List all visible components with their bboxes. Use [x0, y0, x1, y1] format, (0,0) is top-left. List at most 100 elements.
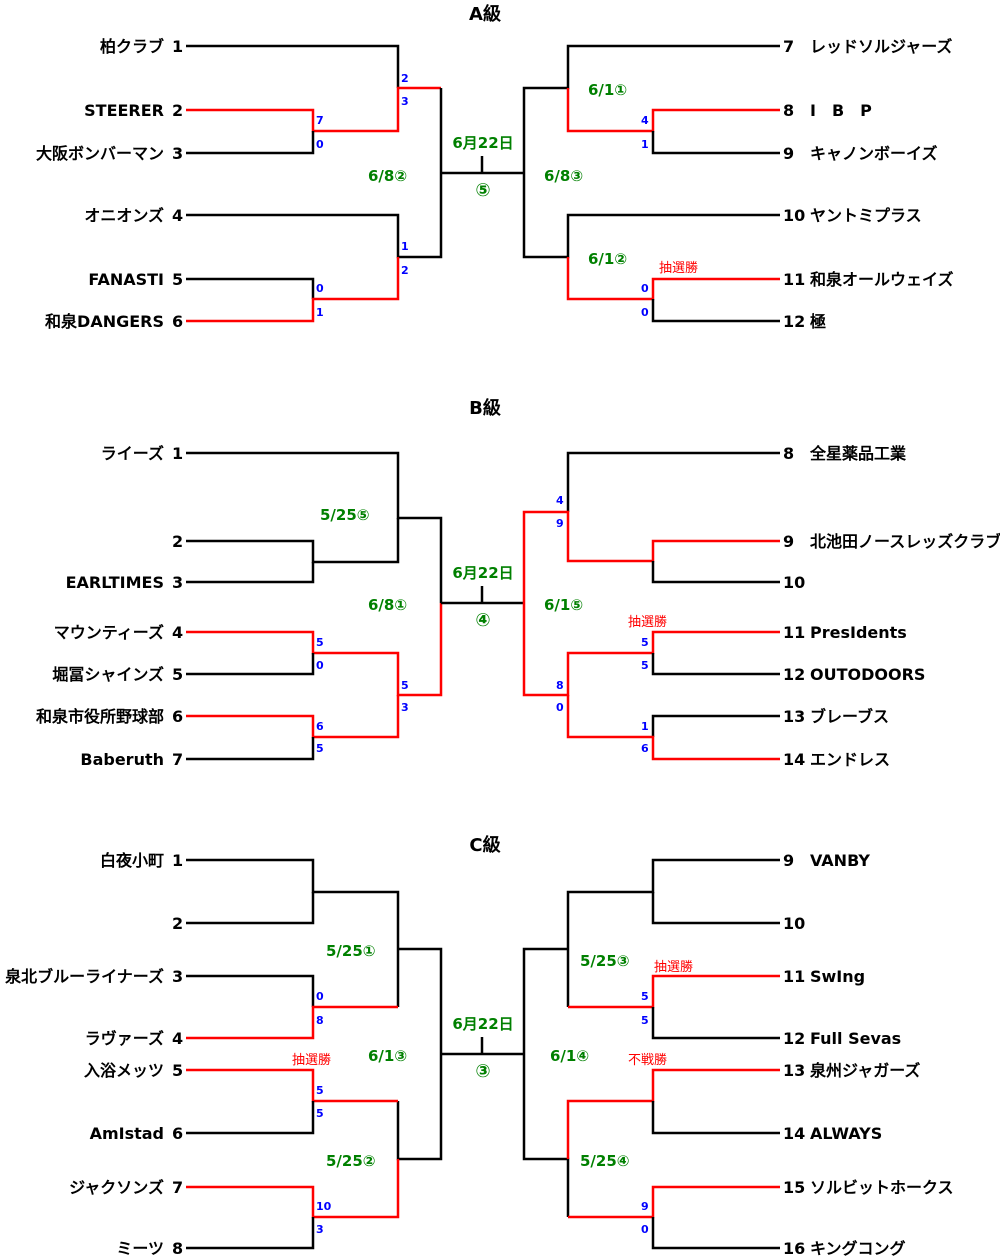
score: 10: [316, 1200, 332, 1213]
match-date: 6/1④: [550, 1047, 589, 1065]
score: 3: [401, 701, 409, 714]
team-seed: 3: [172, 144, 183, 163]
score: 2: [401, 72, 409, 85]
score: 5: [641, 990, 649, 1003]
team-name: EARLTIMES: [66, 573, 164, 592]
bracket-b-title: B級: [469, 397, 501, 419]
score: 6: [316, 720, 324, 733]
match-date: 6/8②: [368, 167, 407, 185]
score: 0: [641, 1223, 649, 1236]
team-seed: 6: [172, 312, 183, 331]
team-seed: 4: [172, 1029, 183, 1048]
match-date: 5/25⑤: [320, 506, 370, 524]
score: 1: [641, 720, 649, 733]
score: 8: [316, 1014, 324, 1027]
bracket-line: [651, 1007, 780, 1040]
team-seed: 2: [172, 101, 183, 120]
bracket-line-winner: [186, 86, 441, 133]
bracket-line: [186, 131, 315, 155]
team-seed: 10: [783, 206, 805, 225]
team-name: SwIng: [810, 967, 865, 986]
team-name: 泉北ブルーライナーズ: [5, 967, 164, 986]
team-name: Baberuth: [80, 750, 164, 769]
team-name: FANASTI: [88, 270, 164, 289]
team-name: AmIstad: [90, 1124, 164, 1143]
team-name: 堀冨シャインズ: [52, 665, 164, 684]
bracket-line: [186, 518, 400, 564]
team-seed: 7: [783, 37, 794, 56]
team-seed: 7: [172, 1178, 183, 1197]
team-name: 泉州ジャガーズ: [810, 1061, 920, 1080]
team-name: ヤントミプラス: [810, 206, 922, 225]
team-name: キャノンボーイズ: [810, 144, 938, 163]
team-name: ラヴァーズ: [85, 1029, 164, 1048]
team-name: マウンティーズ: [54, 623, 164, 642]
team-name: ブレーブス: [810, 707, 889, 726]
team-name: 柏クラブ: [100, 37, 164, 56]
team-name: OUTODOORS: [810, 665, 925, 684]
team-seed: 4: [172, 623, 183, 642]
team-seed: 8: [783, 101, 794, 120]
bracket-line: [651, 1101, 780, 1135]
team-name: 大阪ボンバーマン: [36, 144, 164, 163]
score: 0: [316, 282, 324, 295]
bracket-line: [186, 1217, 315, 1250]
team-seed: 6: [172, 707, 183, 726]
score: 5: [316, 1107, 324, 1120]
team-seed: 11: [783, 967, 805, 986]
team-seed: 9: [783, 532, 794, 551]
team-seed: 9: [783, 144, 794, 163]
team-name: 全星薬品工業: [809, 444, 907, 463]
team-name: 極: [809, 312, 826, 331]
score: 3: [401, 95, 409, 108]
bracket-line: [186, 562, 315, 584]
team-seed: 13: [783, 1061, 805, 1080]
score: 0: [641, 306, 649, 319]
bracket-line-winner: [522, 603, 780, 697]
score: 5: [316, 636, 324, 649]
bracket-line-winner: [522, 510, 780, 603]
team-name: Full Sevas: [810, 1029, 901, 1048]
team-name: ミーツ: [116, 1239, 164, 1258]
bracket-line-winner: [568, 1185, 780, 1219]
team-seed: 6: [172, 1124, 183, 1143]
bracket-line-winner: [186, 257, 400, 323]
bracket-line-winner: [566, 695, 780, 761]
bracket-line: [522, 947, 570, 1217]
bracket-line: [566, 858, 780, 1007]
bracket-a-title: A級: [469, 3, 501, 25]
bracket-line: [186, 974, 315, 1007]
team-name: オニオンズ: [84, 206, 164, 225]
score: 4: [556, 494, 564, 507]
team-seed: 9: [783, 851, 794, 870]
match-date: 6/8①: [368, 596, 407, 614]
bracket-line-winner: [566, 1068, 780, 1159]
final-number: ③: [475, 1061, 490, 1082]
final-date: 6月22日: [452, 134, 513, 152]
team-seed: 10: [783, 573, 805, 592]
score: 5: [641, 659, 649, 672]
team-seed: 12: [783, 312, 805, 331]
final-number: ④: [475, 610, 490, 631]
score: 1: [316, 306, 324, 319]
score: 6: [641, 742, 649, 755]
bracket-line: [651, 561, 780, 584]
bracket-c: C級 白夜小町 1 2 泉北ブルーライナーズ 3 ラヴァーズ 4 入浴メッツ 5…: [5, 834, 953, 1258]
score: 0: [316, 138, 324, 151]
team-seed: 8: [783, 444, 794, 463]
lottery-win-note: 抽選勝: [654, 960, 693, 975]
team-seed: 10: [783, 914, 805, 933]
team-name: PresIdents: [810, 623, 907, 642]
final-number: ⑤: [475, 180, 490, 201]
bracket-line: [651, 714, 780, 737]
team-name: 白夜小町: [100, 851, 164, 870]
bracket-line: [651, 1217, 780, 1250]
team-seed: 5: [172, 1061, 183, 1080]
match-date: 5/25③: [580, 952, 630, 970]
match-date: 5/25④: [580, 1152, 630, 1170]
bracket-line: [186, 737, 315, 761]
match-date: 6/1②: [588, 250, 627, 268]
team-name: 和泉DANGERS: [45, 312, 164, 331]
team-seed: 3: [172, 967, 183, 986]
